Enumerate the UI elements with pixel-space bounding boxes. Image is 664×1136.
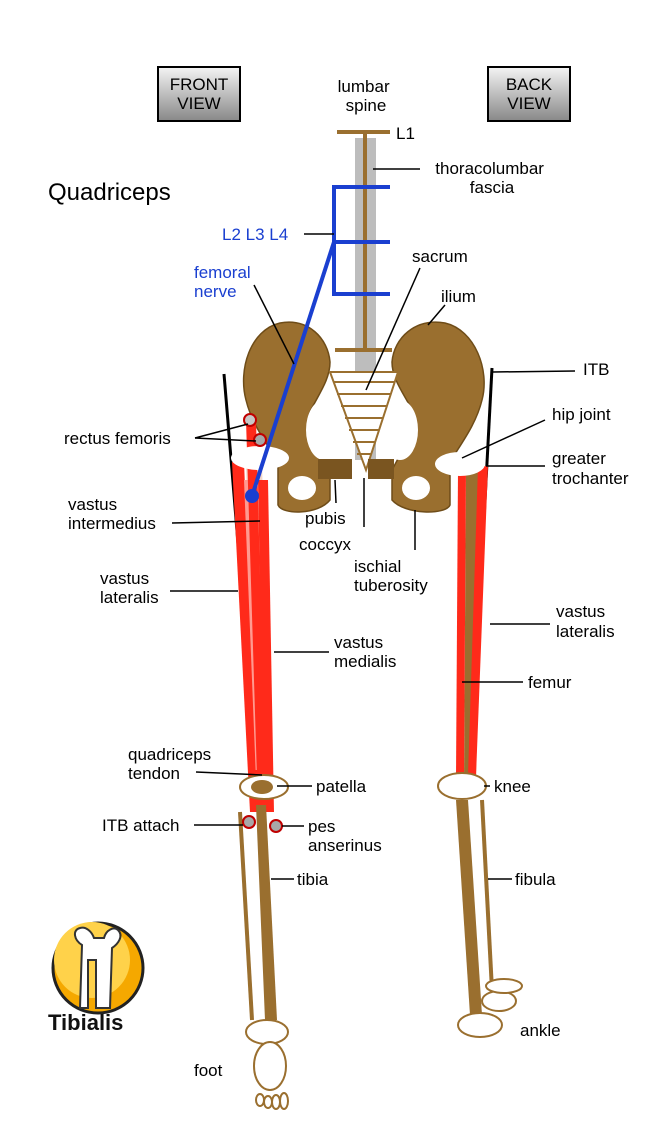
front-foot: [253, 1041, 287, 1091]
back-view-button-line1: BACK: [505, 75, 553, 94]
label-femur: femur: [528, 673, 572, 692]
label-fibula: fibula: [515, 870, 556, 889]
left-ilium: [242, 321, 331, 513]
front-vastus-lateralis: [232, 462, 258, 812]
back-knee: [437, 772, 487, 800]
label-lumbar-spine: lumbar spine: [338, 77, 395, 115]
label-thoracolumbar-fascia: thoracolumbar fascia: [435, 159, 548, 197]
label-ankle: ankle: [520, 1021, 561, 1040]
itb-attach-marker: [242, 815, 256, 829]
front-vastus-medialis: [258, 480, 274, 812]
pes-anserinus-marker: [269, 819, 283, 833]
front-toes: [255, 1092, 289, 1110]
back-vastus-lateralis-outer: [468, 466, 488, 776]
label-patella: patella: [316, 777, 367, 796]
label-vastus-lateralis-front: vastus lateralis: [100, 569, 159, 607]
right-ilium: [391, 321, 485, 513]
back-heel-1: [481, 990, 517, 1012]
front-view-button-line1: FRONT: [169, 75, 229, 94]
label-l2-l3-l4: L2 L3 L4: [222, 225, 288, 244]
back-fibula: [480, 799, 494, 991]
left-obturator-foramen: [306, 400, 342, 460]
right-ischial-hole: [402, 476, 430, 500]
label-itb: ITB: [583, 360, 609, 379]
label-ischial-tuberosity: ischial tuberosity: [354, 557, 428, 595]
back-ankle: [457, 1012, 503, 1038]
label-ilium: ilium: [441, 287, 476, 306]
leader-lines: [170, 168, 576, 880]
left-pubis: [318, 459, 352, 479]
rectus-femoris-origin-2: [253, 433, 267, 447]
front-rectus-femoris: [246, 420, 266, 810]
tibialis-logo-icon: [51, 921, 145, 1015]
label-quadriceps-tendon: quadriceps tendon: [128, 745, 216, 783]
label-vastus-medialis: vastus medialis: [334, 633, 396, 671]
back-heel-2: [485, 978, 523, 994]
back-vastus-lateralis-inner: [456, 470, 466, 778]
label-vastus-lateralis-back: vastus lateralis: [556, 602, 615, 641]
diagram-title: Quadriceps: [48, 179, 171, 206]
back-view-button-line2: VIEW: [507, 94, 551, 113]
left-ischial-hole: [288, 476, 316, 500]
label-tibia: tibia: [297, 870, 329, 889]
label-l1: L1: [396, 124, 415, 143]
front-hip-joint: [231, 446, 289, 470]
label-coccyx: coccyx: [299, 535, 351, 554]
sacrum: [328, 371, 400, 474]
right-obturator-foramen: [382, 400, 418, 460]
label-vastus-intermedius: vastus intermedius: [68, 495, 156, 533]
label-femoral-nerve: femoral nerve: [194, 263, 255, 301]
label-rectus-femoris: rectus femoris: [64, 429, 171, 448]
front-view-button[interactable]: FRONT VIEW: [157, 66, 241, 122]
sacrum-segments: [333, 381, 395, 455]
back-view-button[interactable]: BACK VIEW: [487, 66, 571, 122]
back-tibia: [456, 800, 482, 1015]
label-sacrum: sacrum: [412, 247, 468, 266]
front-ankle: [245, 1019, 289, 1045]
right-pubis: [368, 459, 394, 479]
rectus-femoris-origin-1: [243, 413, 257, 427]
label-greater-trochanter: greater trochanter: [552, 449, 629, 488]
front-tibia: [256, 805, 277, 1020]
label-knee: knee: [494, 777, 531, 796]
label-pubis: pubis: [305, 509, 346, 528]
label-itb-attach: ITB attach: [102, 816, 179, 835]
front-view-button-line2: VIEW: [177, 94, 221, 113]
label-pes-anserinus: pes anserinus: [308, 817, 382, 855]
label-hip-joint: hip joint: [552, 405, 611, 424]
femoral-nerve-end: [245, 489, 259, 503]
front-fibula: [238, 811, 254, 1021]
femoral-nerve: [250, 241, 336, 497]
label-foot: foot: [194, 1061, 223, 1080]
nerve-roots-bracket: [332, 185, 390, 296]
tibialis-logo-text: Tibialis: [48, 1010, 124, 1035]
front-patella: [251, 780, 273, 794]
back-hip-joint: [435, 452, 485, 476]
